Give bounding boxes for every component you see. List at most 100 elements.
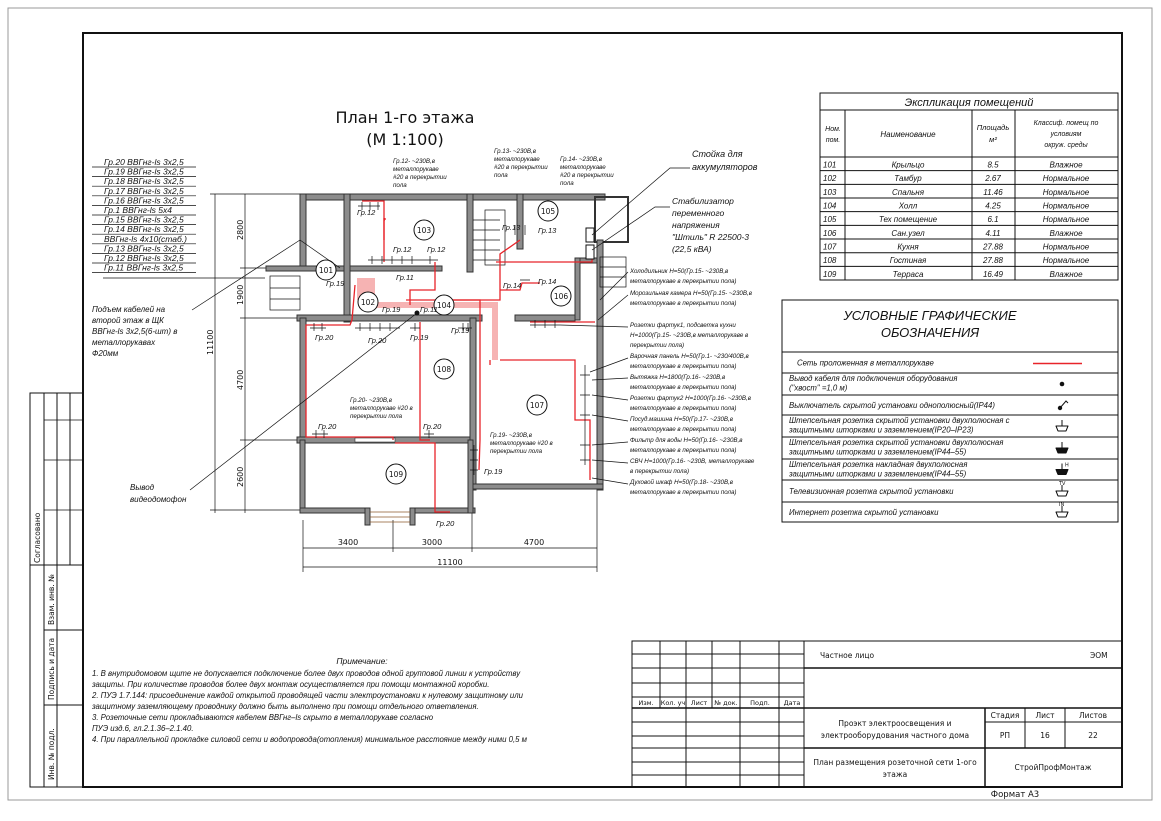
room-number: 103 [417,226,432,235]
group-label: Гр.19 [326,279,345,288]
project-name-1: Проэкт электроосвещения и [838,719,951,728]
room-circle [385,463,407,485]
room-area-cell: 6.1 [987,215,998,224]
room-class-cell: Нормальное [1043,188,1090,197]
note-group-13: пола [494,172,508,179]
dim-3000: 3000 [422,538,442,547]
document-code: ЭОМ [1090,651,1108,660]
sign-date-label: Подпись и дата [47,638,56,700]
notes-title: Примечание: [336,656,388,666]
equipment-note: Розетки фартук1, подсветка кухни [630,322,736,329]
stabilizer-symbol [585,244,595,260]
drawing-name-2: этажа [883,770,907,779]
cable-list-item: Гр.18 ВВГнг-ls 3х2,5 [104,176,184,186]
room-number: 105 [541,207,556,216]
socket-tag: IN [1059,502,1064,508]
legend-label: Телевизионная розетка скрытой установки [789,487,954,496]
stabilizer-note: Стабилизатор [672,196,734,206]
dim-4700-horizontal: 4700 [524,538,544,547]
socket-icon [1055,420,1069,432]
note-line: 4. При параллельной прокладке силовой се… [92,735,528,744]
col-list: Лист [691,699,708,707]
room-name-cell: Терраса [893,270,924,279]
stage-value: РП [1000,731,1010,740]
drawing-name-1: План размещения розеточной сети 1-ого [813,758,977,767]
legend-label: Интернет розетка скрытой установки [789,508,939,517]
equipment-note: Духовой шкаф Н=50(Гр.18- ~230В,в [629,479,734,486]
col-kol-uch: Кол. уч [661,699,686,707]
room-number: 109 [389,470,404,479]
room-num-cell: 106 [823,229,837,238]
col-area-1: Площадь [977,123,1010,132]
internet-socket-icon: IN [1055,502,1069,518]
equipment-note: Розетки фартук2 Н=1000(Гр.16- ~230В,в [630,395,752,402]
agreed-label: Согласовано [33,512,42,563]
room-class-cell: Нормальное [1043,202,1090,211]
room-area-cell: 4.11 [986,229,1001,238]
room-circle [526,394,548,416]
stabilizer-note: "Штиль" R 22500-3 [672,232,749,242]
note-group-20: металлорукаве #20 в [350,405,413,412]
company-name: СтройПрофМонтаж [1015,763,1092,772]
room-number: 102 [361,298,376,307]
col-sign: Подп. [750,699,770,707]
group-label: Гр.19 [410,333,429,342]
dim-4700-vertical: 4700 [236,370,245,390]
sheet-label: Лист [1035,711,1055,720]
col-num-1: Ном. [825,126,841,133]
legend-label: защитными шторками и заземлением(IP20–IP… [788,426,974,435]
room-area-cell: 16.49 [983,270,1004,279]
general-notes: Примечание: 1. В внутридомовом щите не д… [91,656,528,744]
equipment-note: металлорукаве в перекрытии пола) [630,300,737,307]
room-num-cell: 104 [823,202,837,211]
room-name-cell: Кухня [897,243,919,252]
cable-rise-note: металлорукавах [92,338,156,347]
room-circle [433,294,455,316]
battery-rack-symbol [585,227,595,243]
room-name-cell: Тех помещение [879,215,938,224]
leader-lines [189,167,690,491]
project-name-2: электрооборудования частного дома [821,731,969,740]
cable-list: Гр.20 ВВГнг-ls 3х2,5Гр.19 ВВГнг-ls 3х2,5… [92,157,196,273]
room-class-cell: Влажное [1049,270,1083,279]
note-group-14: #20 в перекрытии [560,172,614,179]
inv-replace-label: Взам. инв. № [47,574,56,625]
title-block: Изм. Кол. уч Лист № док. Подп. Дата Част… [631,640,1123,800]
equipment-note: металлорукаве в перекрытии пола) [630,363,737,370]
room-num-cell: 101 [823,161,836,170]
cable-list-item: Гр.17 ВВГнг-ls 3х2,5 [104,186,184,196]
equipment-note: Фильтр для воды Н=50(Гр.16- ~230В,в [630,437,743,444]
room-circle [315,259,337,281]
room-num-cell: 108 [823,256,837,265]
cable-list-item: Гр.13 ВВГнг-ls 3х2,5 [104,243,184,253]
cable-list-item: Гр.14 ВВГнг-ls 3х2,5 [104,224,184,234]
cable-list-item: Гр.20 ВВГнг-ls 3х2,5 [104,157,184,167]
legend-label: Сеть проложенная в металлорукаве [797,359,934,368]
cable-rise-note: Подъем кабелей на [92,305,166,314]
note-group-19: Гр.19- ~230В,в [490,432,533,439]
cable-list-item: Гр.1 ВВГнг-ls 5х4 [104,205,172,215]
group-label: Гр.20 [436,519,455,528]
cable-list-item: ВВГнг-ls 4х10(стаб.) [104,234,187,244]
stabilizer-note: переменного [672,208,724,218]
room-circle [537,200,559,222]
equipment-annotations: Холодильник Н=50(Гр.15- ~230В,вметаллору… [629,268,755,496]
room-name-cell: Спальня [892,188,925,197]
dim-2600: 2600 [236,467,245,487]
cable-list-item: Гр.16 ВВГнг-ls 3х2,5 [104,195,184,205]
cable-list-item: Гр.19 ВВГнг-ls 3х2,5 [104,167,184,177]
note-group-12: пола [393,182,407,189]
socket-filled-icon [1055,442,1069,454]
cable-list-item: Гр.15 ВВГнг-ls 3х2,5 [104,215,184,225]
stage-label: Стадия [991,711,1020,720]
sheet-value: 16 [1040,731,1050,740]
sheet-outer-border [7,7,1153,801]
room-circle [413,219,435,241]
cable-list-item: Гр.11 ВВГнг-ls 3х2,5 [104,263,183,273]
dim-2800: 2800 [236,220,245,240]
legend-label: ("хвост" =1,0 м) [789,384,848,393]
equipment-note: металлорукаве в перекрытии пола) [630,278,737,285]
battery-rack-note: Стойка для [692,149,743,159]
cable-rise-note: ВВГнг-ls 3х2,5(6-шт) в [92,327,177,336]
